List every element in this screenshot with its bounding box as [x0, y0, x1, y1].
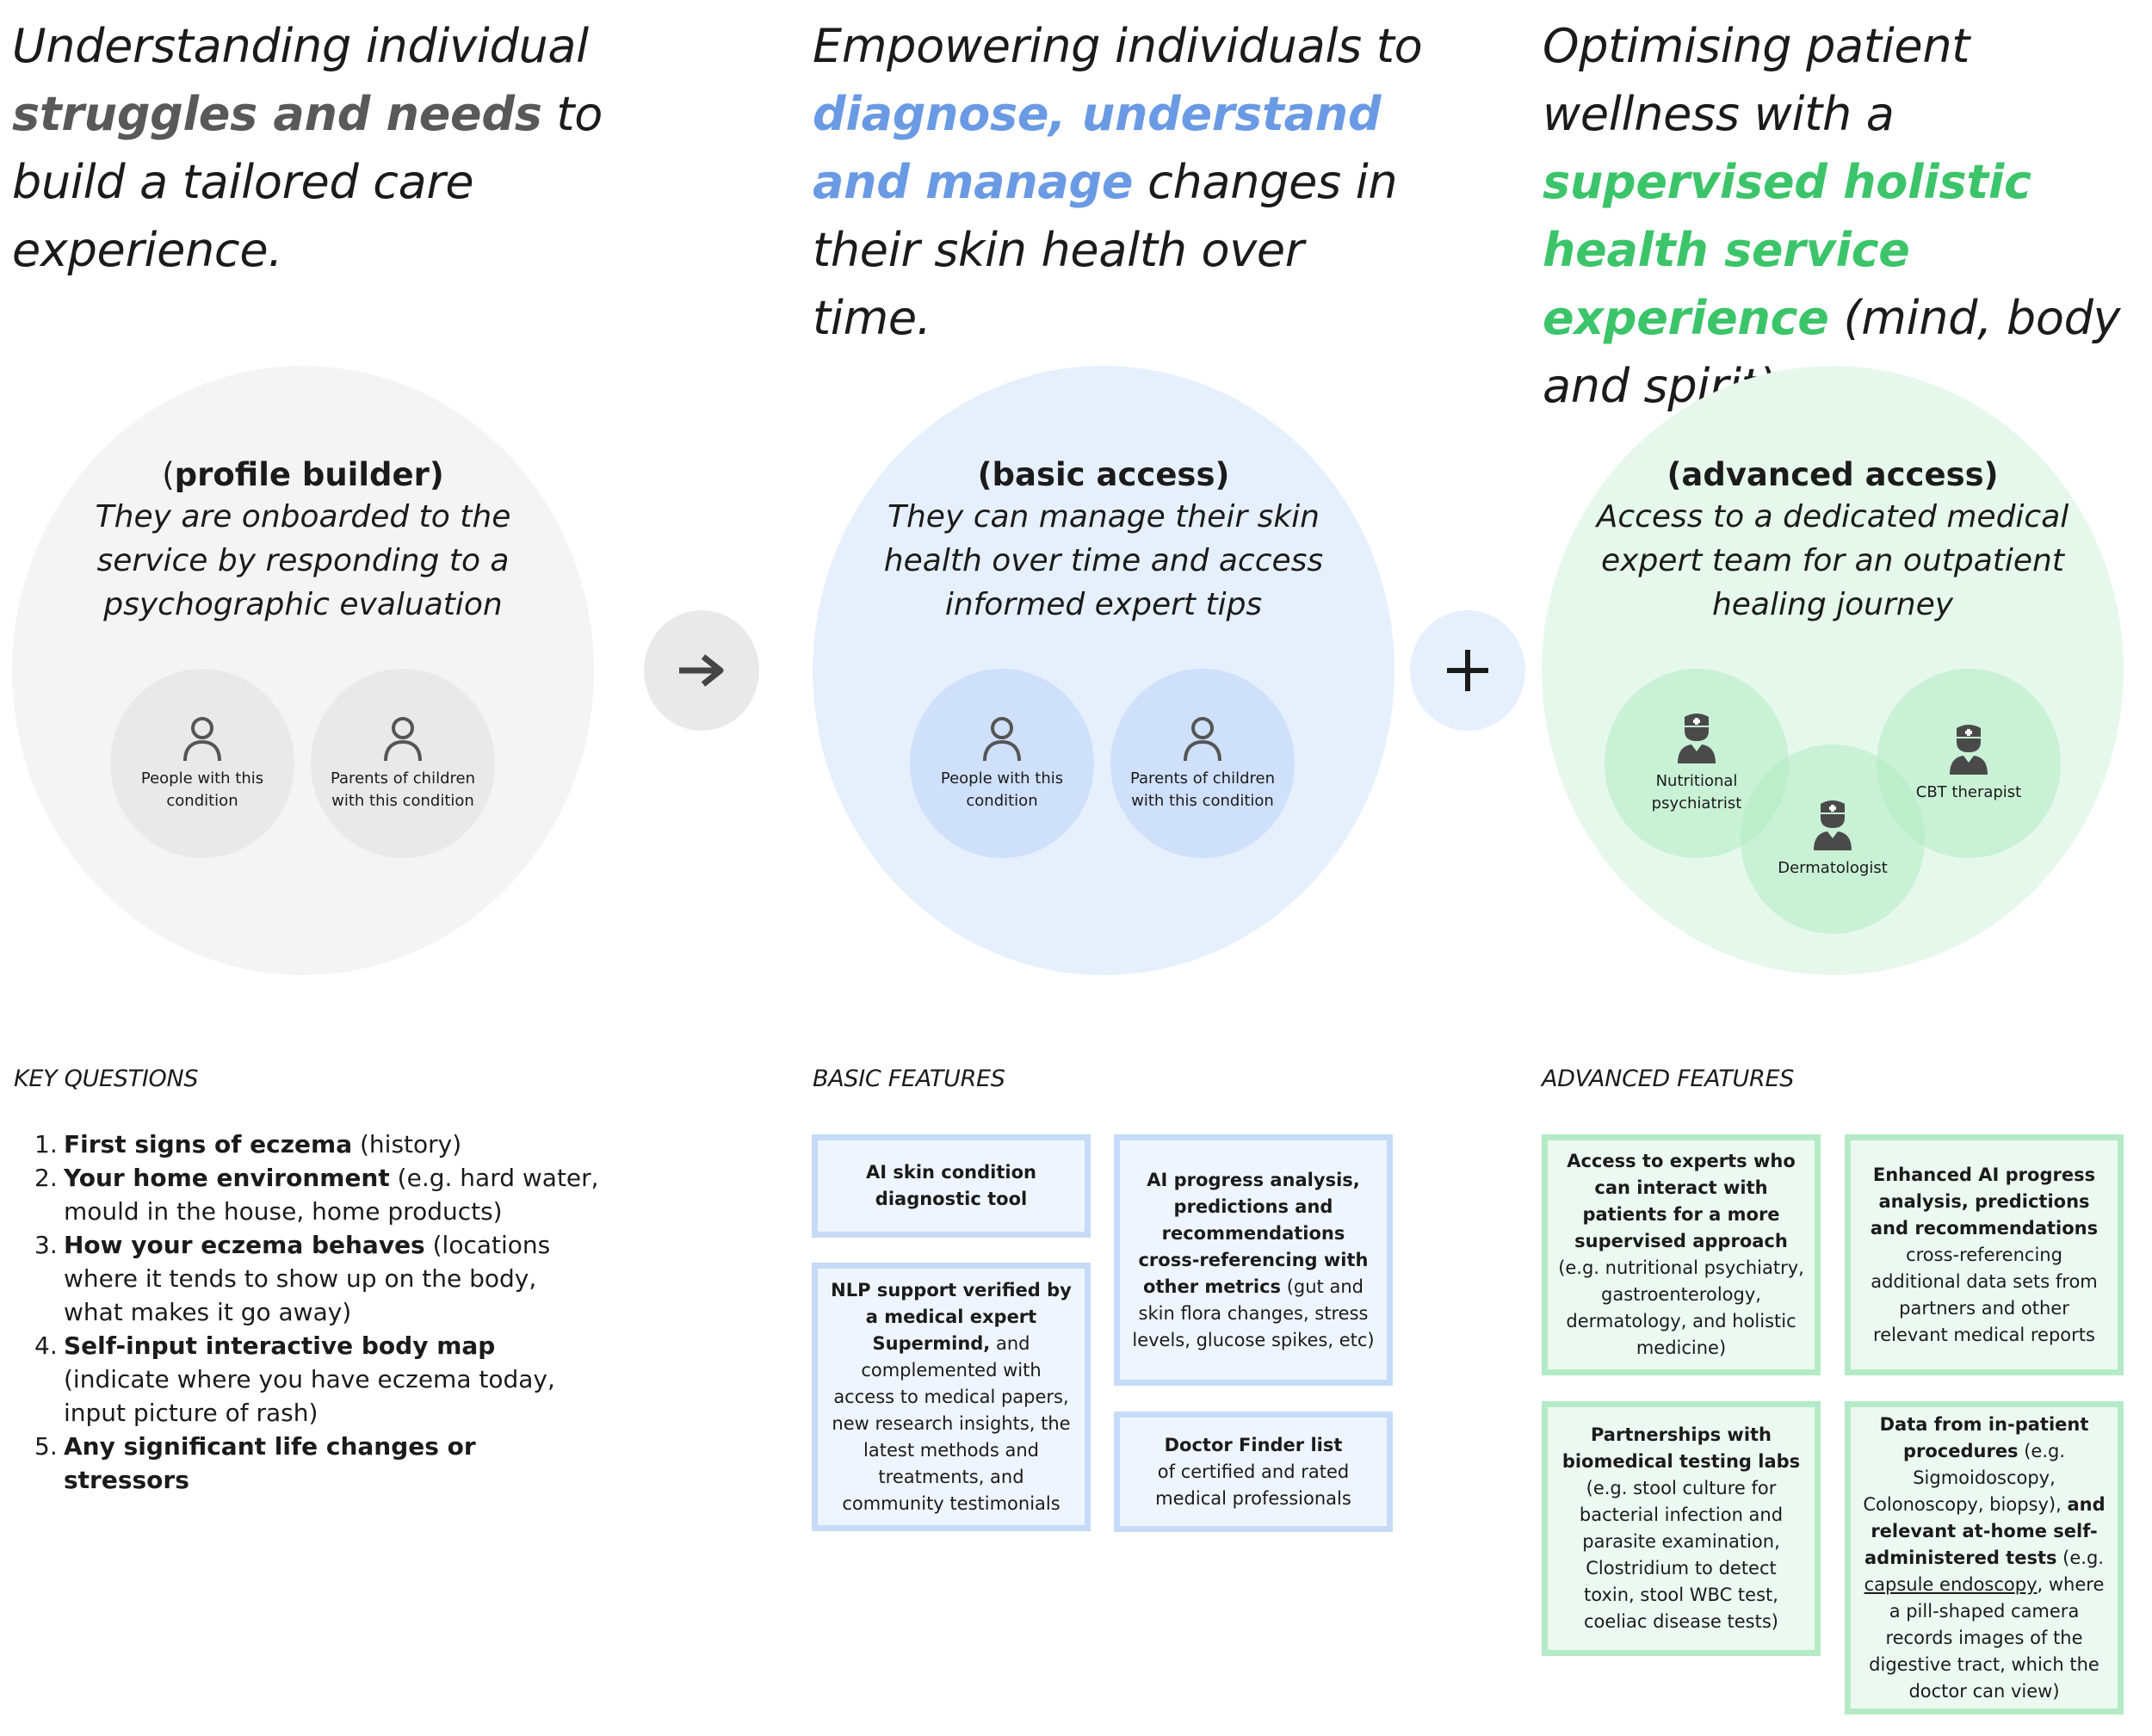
headline-middle: Empowering individuals to diagnose, unde… — [813, 19, 1423, 345]
group-label: People with this condition — [940, 769, 1064, 810]
feature-lab-partnerships: Partnerships with biomedical testing lab… — [1542, 1401, 1821, 1656]
group-people-with-condition: People with this condition — [110, 669, 294, 858]
basic-access-circle: (basic access) They can manage their ski… — [813, 366, 1394, 975]
doctor-icon — [1678, 714, 1716, 763]
person-icon — [983, 717, 1021, 762]
person-icon — [384, 717, 422, 762]
headline-left: Understanding individual struggles and n… — [12, 19, 603, 277]
feature-doctor-finder: Doctor Finder list of certified and rate… — [1114, 1412, 1393, 1532]
expert-label: Nutritional psychiatrist — [1651, 772, 1742, 812]
person-icon — [1184, 717, 1221, 762]
group-label: People with this condition — [140, 769, 264, 810]
advanced-access-title: (advanced access) — [1667, 456, 1999, 493]
group-parents-of-children: Parents of children with this condition — [311, 669, 495, 858]
group-label: Parents of children with this condition — [330, 769, 475, 810]
headline-middle-emphasis: diagnose, understand and manage — [813, 87, 1382, 209]
feature-expert-access: Access to experts who can interact with … — [1542, 1134, 1821, 1375]
list-item: 2.Your home environment (e.g. hard water… — [34, 1164, 599, 1226]
arrow-right-icon — [679, 654, 724, 687]
basic-features-label: BASIC FEATURES — [813, 1066, 1005, 1092]
profile-builder-description: They are onboarded to the service by res… — [95, 499, 511, 622]
advanced-access-circle: (advanced access) Access to a dedicated … — [1542, 366, 2124, 975]
doctor-icon — [1814, 800, 1852, 850]
advanced-features-label: ADVANCED FEATURES — [1542, 1066, 1795, 1092]
basic-access-description: They can manage their skin health over t… — [883, 499, 1324, 622]
feature-ai-skin-diagnostic: AI skin condition diagnostic tool — [812, 1134, 1091, 1238]
arrow-connector — [644, 610, 759, 731]
profile-builder-circle: (profile builder) They are onboarded to … — [12, 366, 594, 975]
person-icon — [183, 717, 221, 762]
advanced-access-description: Access to a dedicated medical expert tea… — [1596, 499, 2069, 622]
feature-ai-progress-analysis: AI progress analysis, predictions and re… — [1114, 1134, 1393, 1386]
list-item: 1.First signs of eczema (history) — [34, 1130, 462, 1158]
expert-dermatologist: Dermatologist — [1741, 744, 1925, 934]
group-parents-of-children: Parents of children with this condition — [1110, 669, 1295, 858]
key-questions-label: KEY QUESTIONS — [14, 1066, 199, 1092]
feature-inpatient-data: Data from in-patient procedures (e.g. Si… — [1845, 1401, 2124, 1714]
list-item: 3.How your eczema behaves (locations whe… — [34, 1231, 551, 1326]
headline-right: Optimising patient wellness with a super… — [1543, 19, 2121, 413]
plus-connector — [1410, 610, 1525, 731]
profile-builder-title: (profile builder) — [162, 456, 444, 493]
list-item: 4.Self-input interactive body map (indic… — [34, 1331, 555, 1427]
basic-access-title: (basic access) — [977, 456, 1230, 493]
expert-label: Dermatologist — [1778, 859, 1888, 877]
capsule-endoscopy-link[interactable]: capsule endoscopy — [1864, 1573, 2038, 1595]
expert-label: CBT therapist — [1915, 783, 2022, 801]
feature-nlp-support: NLP support verified by a medical expert… — [812, 1263, 1091, 1531]
group-people-with-condition: People with this condition — [910, 669, 1094, 858]
list-item: 5.Any significant life changes or stress… — [34, 1432, 476, 1494]
plus-icon — [1447, 650, 1488, 691]
headline-left-emphasis: struggles and needs — [12, 87, 542, 141]
headline-right-emphasis: supervised holistic health service exper… — [1543, 155, 2031, 345]
key-questions-list: 1.First signs of eczema (history) 2.Your… — [34, 1127, 603, 1497]
feature-enhanced-ai: Enhanced AI progress analysis, predictio… — [1845, 1134, 2124, 1375]
doctor-icon — [1950, 725, 1988, 775]
group-label: Parents of children with this condition — [1129, 769, 1275, 810]
